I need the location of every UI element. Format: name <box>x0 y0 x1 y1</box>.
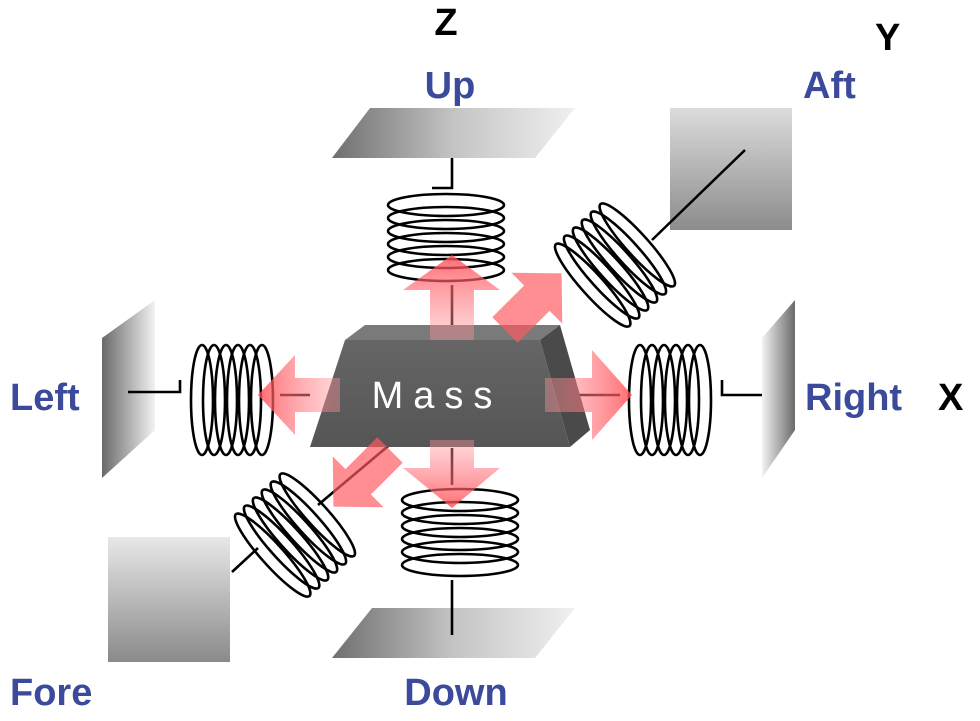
arrow-down <box>403 440 500 508</box>
aft-spring <box>553 202 677 328</box>
arrow-left <box>258 355 340 435</box>
label-aft: Aft <box>803 65 856 107</box>
motion-arrows <box>258 255 632 508</box>
label-down: Down <box>404 672 507 714</box>
arrow-right <box>545 350 632 440</box>
arrow-aft <box>492 272 563 343</box>
aft-plate <box>670 108 792 230</box>
left-spring <box>189 343 275 457</box>
up-plate <box>332 108 575 158</box>
axis-x-label: X <box>938 377 964 419</box>
right-plate <box>762 300 795 478</box>
axis-z-label: Z <box>434 2 457 44</box>
mass-label: Mass <box>372 375 503 417</box>
fore-spring <box>233 472 357 598</box>
label-up: Up <box>425 65 476 107</box>
fore-plate <box>108 537 230 662</box>
label-left: Left <box>10 377 80 419</box>
down-spring <box>400 487 520 578</box>
left-plate <box>102 300 155 478</box>
right-spring <box>627 343 713 457</box>
label-right: Right <box>805 377 902 419</box>
arrow-up <box>403 255 500 340</box>
label-fore: Fore <box>10 672 92 714</box>
down-plate <box>332 608 575 658</box>
arrow-fore <box>332 437 403 508</box>
axis-y-label: Y <box>875 17 900 59</box>
